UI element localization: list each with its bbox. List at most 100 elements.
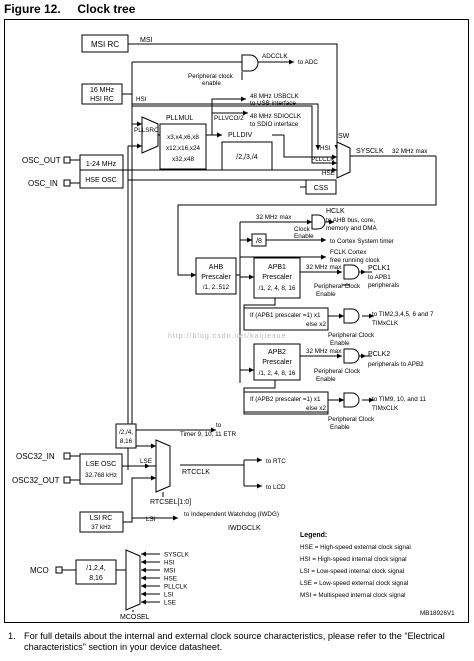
lsi-rc-block: LSI RC 37 kHz — [79, 511, 124, 533]
hsi-rc-block: 16 MHz HSI RC — [81, 83, 123, 105]
legend-item: HSE = High-speed external clock signal — [300, 544, 411, 551]
sw-label: SW — [338, 133, 350, 140]
pclk2-label: PCLK2 — [368, 351, 390, 358]
mco-input-sysclk: SYSCLK — [164, 552, 190, 559]
mcosel-label: MCOSEL — [120, 614, 150, 621]
rtcclk-label: RTCCLK — [182, 469, 210, 476]
svg-text:else x2: else x2 — [306, 321, 326, 328]
doc-id: MB18926V1 — [420, 610, 455, 617]
pclk1-desc-1: to APB1 — [368, 274, 391, 281]
adc-periph-enable-2: enable — [202, 80, 221, 87]
svg-text:/8: /8 — [256, 238, 262, 245]
svg-text:APB1: APB1 — [268, 264, 286, 271]
mco-pin — [55, 566, 63, 574]
mco-input-lse: LSE — [164, 600, 176, 607]
mco-input-hse: HSE — [164, 576, 177, 583]
lsi-label: LSI — [146, 516, 156, 523]
apb1-prescaler-block: APB1 Prescaler /1, 2, 4, 8, 16 — [253, 257, 301, 299]
tim9-periph-ce-1: Peripheral Clock — [328, 416, 375, 423]
osc32-out-label: OSC32_OUT — [12, 476, 60, 485]
tim2-label: to TIM2,3,4,5, 6 and 7 — [372, 311, 434, 318]
pllsrc-label: PLLSRC — [134, 127, 159, 134]
svg-text:Prescaler: Prescaler — [201, 274, 231, 281]
msi-rc-block: MSI RC — [81, 34, 129, 53]
ahb-prescaler-block: AHB Prescaler /1, 2..512 — [195, 257, 237, 295]
svg-text:/1, 2, 4, 8, 16: /1, 2, 4, 8, 16 — [259, 285, 296, 292]
mco-label: MCO — [30, 566, 49, 575]
svg-text:HSE OSC: HSE OSC — [85, 177, 117, 184]
pclk1-gate — [343, 264, 360, 280]
clock-enable-1: Clock — [294, 226, 311, 233]
legend-title: Legend: — [300, 532, 327, 539]
svg-text:If (APB2 prescaler =1) x1: If (APB2 prescaler =1) x1 — [250, 396, 321, 403]
tim9-periph-ce-2: Enable — [330, 424, 350, 431]
figure-label: Figure 12. — [4, 2, 61, 16]
sw-hsi-label: HSI — [320, 145, 331, 152]
to-timer-label-1: to — [216, 422, 222, 429]
hsi-label: HSI — [136, 96, 147, 103]
iwdgclk-label: IWDGCLK — [228, 525, 261, 532]
legend: Legend: HSE = High-speed external clock … — [300, 532, 411, 599]
plldiv-label: PLLDIV — [228, 132, 252, 139]
svg-text:/1, 2..512: /1, 2..512 — [203, 284, 230, 291]
hse-osc-block: 1-24 MHz HSE OSC — [79, 154, 124, 189]
lse-label: LSE — [140, 458, 152, 465]
rtcsel-label: RTCSEL[1:0] — [150, 499, 191, 506]
hclk-gate — [311, 214, 326, 230]
svg-text:MSI RC: MSI RC — [91, 40, 119, 49]
adc-and-gate — [241, 54, 259, 72]
hse-rtc-divider-block: /2,/4, 8,16 — [115, 423, 137, 449]
svg-text:16 MHz: 16 MHz — [90, 87, 115, 94]
svg-text:CSS: CSS — [314, 185, 329, 192]
pclk1-periph-ce-1: Peripheral Clock — [314, 283, 361, 290]
figure-title: Figure 12. Clock tree — [4, 2, 135, 16]
mco-input-hsi: HSI — [164, 560, 175, 567]
css-block: CSS — [305, 179, 337, 195]
osc32-out-pin — [63, 476, 71, 484]
timxclk1-label: TIMxCLK — [372, 320, 399, 327]
osc-in-pin — [63, 179, 71, 187]
svg-text:8,16: 8,16 — [120, 438, 133, 445]
legend-item: MSI = Multispeed internal clock signal — [300, 592, 406, 599]
pllmul-block: x3,x4,x6,x8 x12,x16,x24 x32,x48 — [159, 123, 207, 170]
svg-text:If (APB1 prescaler =1) x1: If (APB1 prescaler =1) x1 — [250, 312, 321, 319]
to-timer-label-2: Timer 9, 10, 11 ETR — [180, 431, 236, 438]
clock-tree-diagram: MSI RC MSI 16 MHz HSI RC HSI ADCCLK to A… — [4, 19, 469, 623]
pclk2-desc: peripherals to APB2 — [368, 361, 424, 368]
apb2-timer-mult-block: If (APB2 prescaler =1) x1 else x2 — [243, 391, 329, 415]
pclk1-label: PCLK1 — [368, 265, 390, 272]
pclk2-periph-ce-1: Peripheral Clock — [314, 368, 361, 375]
pllsrc-mux — [141, 116, 159, 154]
sw-pllclk-label: PLLCLK — [311, 156, 335, 163]
systimer-label: to Cortex System timer — [330, 238, 394, 245]
sysclk-max-label: 32 MHz max — [392, 148, 428, 155]
svg-text:AHB: AHB — [209, 264, 224, 271]
plldiv-block: /2,/3,/4 — [221, 141, 273, 171]
hclk-max-label: 32 MHz max — [256, 214, 292, 221]
iwdg-label: to Independent Watchdog (IWDG) — [184, 511, 279, 518]
mco-input-pllclk: PLLCLK — [164, 584, 188, 591]
pclk2-periph-ce-2: Enable — [316, 376, 336, 383]
pclk1-desc-2: peripherals — [368, 282, 399, 289]
usbclk-label-2: to USB interface — [250, 100, 296, 107]
svg-text:37 kHz: 37 kHz — [91, 524, 111, 531]
sw-hse-label: HSE — [322, 170, 335, 177]
wires — [62, 43, 437, 571]
svg-text:/1, 2, 4, 8, 16: /1, 2, 4, 8, 16 — [259, 370, 296, 377]
mco-input-msi: MSI — [164, 568, 175, 575]
div8-block: /8 — [251, 233, 267, 247]
svg-text:else x2: else x2 — [306, 405, 326, 412]
osc32-in-label: OSC32_IN — [16, 452, 55, 461]
timxclk2-label: TIMxCLK — [372, 405, 399, 412]
svg-text:x3,x4,x6,x8: x3,x4,x6,x8 — [167, 134, 199, 141]
adcclk-label: ADCCLK — [262, 53, 288, 60]
hclk-desc-1: to AHB bus, core, — [326, 217, 375, 224]
tim9-gate — [343, 392, 360, 408]
mco-divider-block: /1,2,4, 8,16 — [75, 559, 117, 585]
sdioclk-label-1: 48 MHz SDIOCLK — [250, 113, 302, 120]
legend-item: HSI = High-speed internal clock signal — [300, 556, 407, 563]
lse-osc-block: LSE OSC 32.768 kHz — [79, 453, 123, 485]
svg-text:/1,2,4,: /1,2,4, — [86, 565, 106, 572]
svg-text:Prescaler: Prescaler — [262, 274, 292, 281]
footnote-text: For full details about the internal and … — [24, 631, 445, 652]
